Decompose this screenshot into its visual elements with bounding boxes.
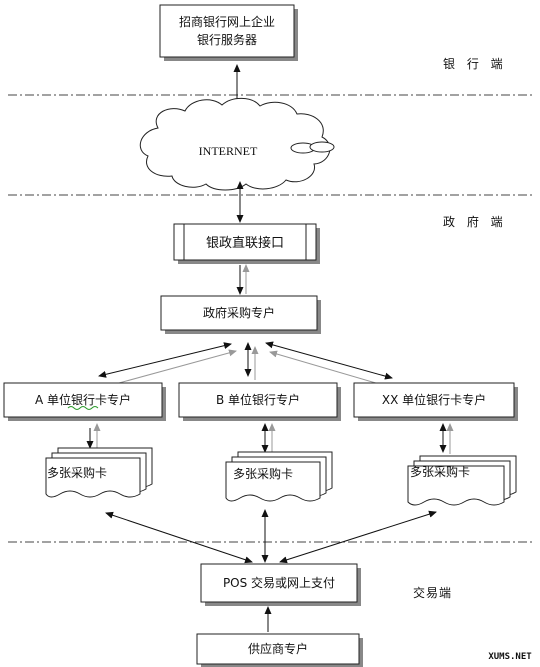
gov-bank-interface-box: 银政直联接口 — [173, 223, 320, 264]
bank-server-box: 招商银行网上企业 银行服务器 — [159, 4, 298, 61]
unit-a-account-label: A 单位银行卡专户 — [35, 392, 131, 407]
arrow-gov-unit-xx — [265, 341, 393, 380]
card-stack-b: 多张采购卡 — [225, 451, 333, 502]
gov-purchase-account-label: 政府采购专户 — [203, 305, 275, 320]
card-stack-a: 多张采购卡 — [45, 447, 153, 498]
zone-label-government: 政 府 端 — [443, 214, 507, 229]
unit-a-account-box: A 单位银行卡专户 — [3, 382, 166, 421]
pos-payment-label: POS 交易或网上支付 — [223, 575, 335, 590]
internet-cloud: INTERNET — [139, 97, 335, 191]
zone-label-transaction: 交易端 — [413, 585, 452, 600]
watermark-text: XUMS.NET — [488, 652, 532, 662]
internet-label: INTERNET — [199, 144, 258, 158]
gov-bank-interface-label: 银政直联接口 — [206, 235, 284, 251]
arrow-unit-xx-gov — [269, 350, 387, 387]
gov-purchase-account-box: 政府采购专户 — [160, 295, 321, 334]
unit-xx-account-box: XX 单位银行卡专户 — [353, 382, 518, 421]
cards-a-label: 多张采购卡 — [47, 465, 107, 480]
cards-b-label: 多张采购卡 — [233, 466, 293, 481]
arrow-cards-a-pos — [105, 511, 253, 564]
cards-xx-label: 多张采购卡 — [410, 464, 470, 479]
unit-b-account-label: B 单位银行专户 — [216, 392, 300, 407]
zone-label-bank: 银 行 端 — [443, 57, 507, 71]
supplier-account-box: 供应商专户 — [196, 633, 363, 667]
arrow-gov-unit-a — [98, 342, 232, 378]
bank-server-label-line1: 招商银行网上企业 — [179, 14, 275, 29]
unit-b-account-box: B 单位银行专户 — [178, 382, 341, 421]
supplier-account-label: 供应商专户 — [248, 641, 308, 656]
arrow-cards-xx-pos — [279, 510, 437, 564]
pos-payment-box: POS 交易或网上支付 — [200, 563, 361, 606]
card-stack-xx: 多张采购卡 — [407, 455, 517, 506]
bank-server-label-line2: 银行服务器 — [197, 32, 257, 47]
arrow-unit-a-gov — [118, 349, 237, 384]
watermark-badge — [484, 649, 536, 662]
unit-xx-account-label: XX 单位银行卡专户 — [382, 392, 486, 407]
